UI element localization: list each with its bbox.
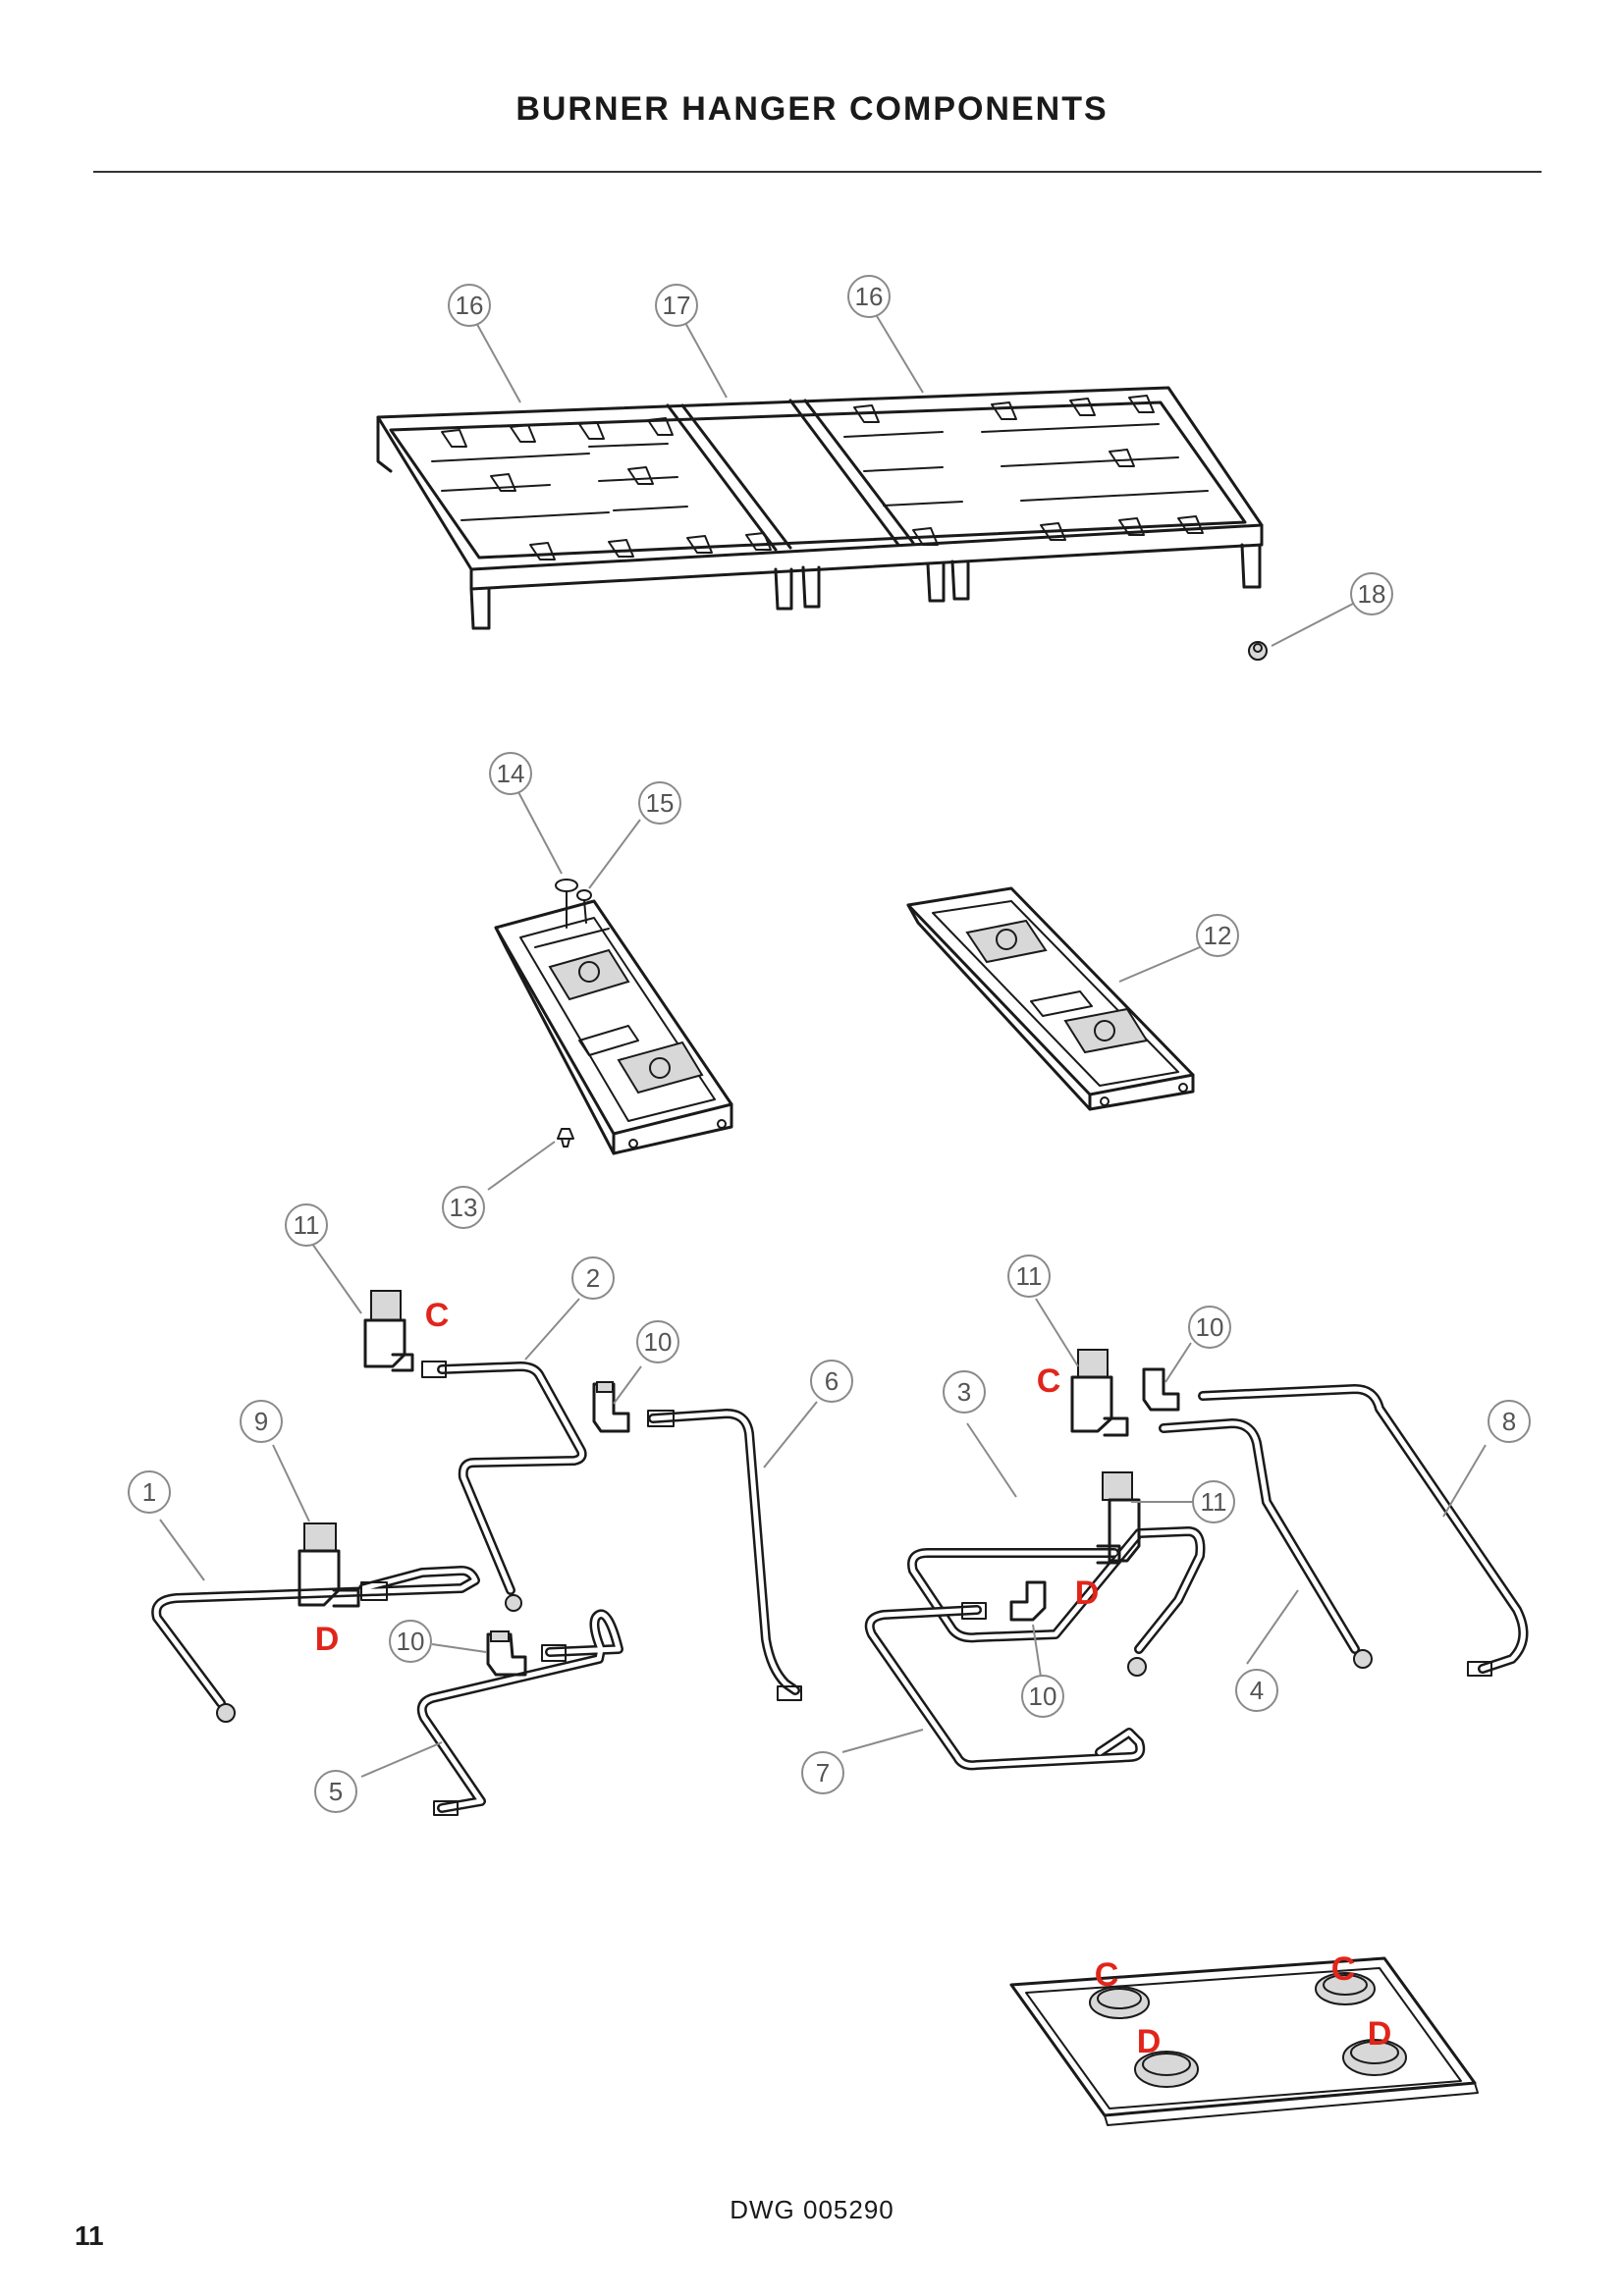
callout-10b: 10 [389, 1620, 432, 1663]
svg-text:1: 1 [142, 1477, 156, 1507]
callout-14: 14 [489, 752, 532, 795]
grate-assembly [376, 386, 1268, 661]
svg-text:2: 2 [586, 1263, 600, 1293]
drawing-number: DWG 005290 [730, 2195, 894, 2224]
callout-15: 15 [638, 781, 681, 825]
callout-2: 2 [571, 1256, 615, 1300]
svg-text:18: 18 [1358, 579, 1386, 609]
callout-9: 9 [240, 1400, 283, 1443]
cooktop-inset [1009, 1956, 1479, 2126]
marker-d-inset-left: D [1137, 2023, 1162, 2060]
leader-lines [159, 315, 1487, 1778]
callout-8: 8 [1488, 1400, 1531, 1443]
svg-text:3: 3 [957, 1377, 971, 1407]
callout-16a: 16 [448, 284, 491, 327]
callout-5: 5 [314, 1770, 357, 1813]
svg-text:4: 4 [1250, 1676, 1264, 1705]
marker-d-inset-right: D [1368, 2015, 1392, 2053]
title-divider [93, 171, 1542, 173]
svg-text:10: 10 [397, 1627, 425, 1656]
callout-12: 12 [1196, 914, 1239, 957]
callout-11c: 11 [1192, 1480, 1235, 1523]
svg-text:11: 11 [294, 1210, 320, 1240]
svg-text:16: 16 [855, 282, 884, 311]
callout-17: 17 [655, 284, 698, 327]
callout-7: 7 [801, 1751, 844, 1794]
svg-text:10: 10 [1029, 1682, 1057, 1711]
page-number: 11 [75, 2220, 104, 2251]
callout-6: 6 [810, 1360, 853, 1403]
marker-c-right: C [1037, 1362, 1061, 1400]
svg-text:10: 10 [644, 1327, 673, 1357]
marker-c-inset-left: C [1095, 1956, 1119, 1994]
marker-c-inset-right: C [1331, 1950, 1356, 1988]
svg-text:10: 10 [1196, 1312, 1224, 1342]
gas-tubes-left [151, 1361, 802, 1816]
callout-13: 13 [442, 1186, 485, 1229]
fittings-right [1009, 1349, 1180, 1622]
marker-c-left: C [425, 1297, 450, 1334]
marker-d-right: D [1075, 1575, 1100, 1612]
svg-text:7: 7 [816, 1758, 830, 1788]
svg-text:6: 6 [825, 1366, 839, 1396]
fittings-left [298, 1290, 630, 1677]
marker-d-left: D [315, 1621, 340, 1658]
svg-text:11: 11 [1201, 1487, 1227, 1517]
svg-text:5: 5 [329, 1777, 343, 1806]
svg-text:15: 15 [646, 788, 675, 818]
callout-11b: 11 [1007, 1255, 1051, 1298]
callout-3: 3 [943, 1370, 986, 1414]
page-title: BURNER HANGER COMPONENTS [515, 90, 1109, 128]
callout-1: 1 [128, 1470, 171, 1514]
svg-text:17: 17 [663, 291, 691, 320]
callout-10a: 10 [636, 1320, 679, 1363]
callout-10c: 10 [1188, 1306, 1231, 1349]
callout-16b: 16 [847, 275, 891, 318]
burner-hanger-left [494, 879, 733, 1155]
gas-tubes-right [864, 1384, 1529, 1771]
callout-4: 4 [1235, 1669, 1278, 1712]
callout-18: 18 [1350, 572, 1393, 615]
burner-hanger-right [906, 886, 1195, 1111]
callout-11a: 11 [285, 1203, 328, 1247]
svg-text:12: 12 [1204, 921, 1232, 950]
svg-text:11: 11 [1016, 1261, 1043, 1291]
svg-text:14: 14 [497, 759, 525, 788]
svg-text:8: 8 [1502, 1407, 1516, 1436]
svg-text:13: 13 [450, 1193, 478, 1222]
callout-10d: 10 [1021, 1675, 1064, 1718]
svg-text:16: 16 [456, 291, 484, 320]
svg-text:9: 9 [254, 1407, 268, 1436]
